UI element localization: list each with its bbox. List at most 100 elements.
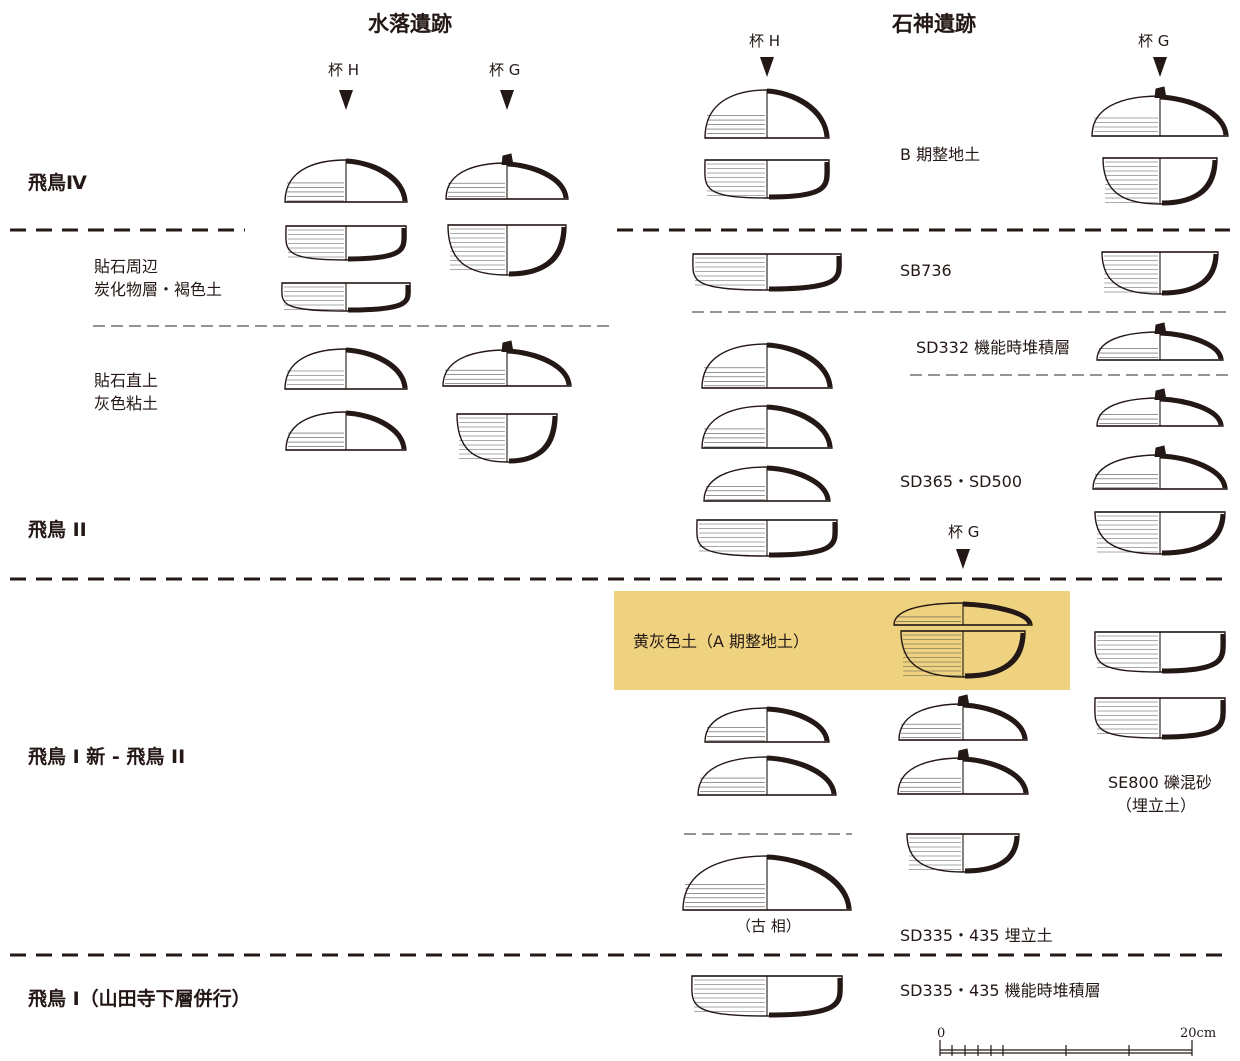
lid-section — [345, 347, 408, 389]
vessel-bowl — [285, 225, 407, 262]
ishigami-layer-sd365: SD365・SD500 — [900, 472, 1023, 491]
lid-section — [1159, 330, 1224, 360]
vessel-lid — [682, 854, 852, 911]
lid-knob — [501, 340, 514, 353]
lid-section — [962, 702, 1028, 740]
scale-bar — [939, 1040, 1193, 1056]
vessel-bowl — [691, 975, 843, 1018]
lid-section — [1159, 453, 1228, 489]
vessel-bowl — [1094, 631, 1226, 674]
bowl-section — [768, 161, 830, 200]
site-title-ishigami: 石神遺跡 — [892, 12, 976, 36]
ishigami-layer-se800-1: SE800 礫混砂 — [1108, 773, 1212, 792]
ishigami-layer-sb736: SB736 — [900, 261, 952, 280]
lid-knob — [957, 694, 970, 707]
mizuochi-layer-lower-2: 灰色粘土 — [94, 394, 159, 413]
ishigami-layer-sd332: SD332 機能時堆積層 — [916, 338, 1071, 357]
vessel-lid — [701, 404, 833, 449]
cup-g-label-ishigami-top: 杯 G — [1138, 32, 1170, 50]
bowl-section — [768, 255, 842, 292]
lid-knob — [1154, 445, 1167, 458]
lid-section — [766, 88, 830, 138]
lid-knob — [1154, 86, 1167, 99]
bowl-section — [964, 835, 1020, 874]
vessel-bowl — [1102, 157, 1218, 206]
cup-g-label-ishigami-mid: 杯 G — [948, 523, 980, 541]
vessel-bowl — [281, 282, 411, 313]
lid-section — [766, 854, 852, 910]
lid-section — [345, 410, 407, 450]
mizuochi-layer-upper-1: 貼石周辺 — [94, 257, 159, 276]
vessel-bowl — [692, 253, 842, 292]
vessel-lid — [285, 410, 407, 451]
lid-section — [766, 755, 837, 795]
vessel-lid — [442, 340, 572, 387]
vessel-lid — [1092, 445, 1228, 490]
vessel-lid — [704, 706, 830, 743]
vessel-bowl — [447, 224, 567, 277]
site-title-mizuochi: 水落遺跡 — [368, 12, 452, 36]
lid-section — [766, 404, 833, 448]
period-asuka-2: 飛鳥 II — [28, 519, 87, 541]
mizuochi-layer-upper-2: 炭化物層・褐色土 — [94, 280, 223, 299]
arrow-marker — [956, 549, 970, 569]
bowl-section — [964, 632, 1026, 679]
lid-section — [766, 465, 831, 501]
ishigami-layer-b-phase: B 期整地土 — [900, 145, 981, 164]
lid-knob — [957, 748, 970, 761]
period-asuka-1: 飛鳥 Ⅰ（山田寺下層併行） — [28, 988, 251, 1010]
vessel-bowl — [906, 833, 1020, 874]
lid-section — [766, 706, 830, 742]
ishigami-layer-sd335-fill: SD335・435 埋立土 — [900, 926, 1053, 945]
lid-section — [1159, 396, 1224, 426]
vessel-lid — [1096, 388, 1224, 427]
vessel-lid — [897, 748, 1029, 795]
bowl-section — [347, 284, 411, 313]
mizuochi-layer-lower-1: 貼石直上 — [94, 371, 159, 390]
vessel-lid — [1096, 322, 1224, 361]
vessel-lid — [893, 601, 1033, 626]
bowl-section — [768, 521, 838, 558]
arrow-marker — [1153, 57, 1167, 77]
bowl-section — [768, 977, 843, 1018]
vessel-lid — [697, 755, 837, 796]
ishigami-archaic-note: （古 相） — [736, 917, 801, 935]
period-asuka-4: 飛鳥Ⅳ — [28, 172, 87, 194]
vessel-bowl — [456, 413, 558, 464]
scale-end-label: 20cm — [1180, 1026, 1217, 1041]
lid-section — [345, 158, 408, 202]
lid-section — [962, 756, 1029, 794]
vessel-sections — [281, 86, 1229, 1018]
arrow-marker — [760, 57, 774, 77]
bowl-section — [1161, 633, 1226, 674]
lid-section — [962, 601, 1033, 626]
bowl-section — [1161, 253, 1219, 296]
vessel-bowl — [704, 159, 830, 200]
bowl-section — [508, 415, 558, 464]
period-asuka-1-new-2: 飛鳥 Ⅰ 新 - 飛鳥 II — [28, 746, 186, 768]
vessel-bowl — [1094, 697, 1226, 740]
scale-start-label: 0 — [937, 1026, 946, 1041]
arrow-markers — [339, 57, 1167, 569]
lid-knob — [501, 153, 514, 166]
lid-section — [506, 348, 572, 386]
bowl-section — [1161, 159, 1218, 206]
vessel-bowl — [1094, 511, 1226, 556]
cup-h-label-mizuochi: 杯 H — [328, 61, 360, 79]
lid-section — [506, 161, 569, 199]
vessel-lid — [445, 153, 569, 200]
lid-knob — [1154, 388, 1167, 401]
bowl-section — [347, 227, 407, 262]
vessel-bowl — [900, 630, 1026, 679]
vessel-bowl — [696, 519, 838, 558]
bowl-section — [1161, 513, 1226, 556]
vessel-lid — [704, 88, 830, 139]
lid-section — [1159, 94, 1229, 136]
ishigami-layer-sd335-func: SD335・435 機能時堆積層 — [900, 981, 1101, 1000]
vessel-lid — [701, 342, 833, 389]
period-divider-lines — [10, 228, 1230, 957]
vessel-lid — [284, 347, 408, 390]
vessel-lid — [703, 465, 831, 502]
